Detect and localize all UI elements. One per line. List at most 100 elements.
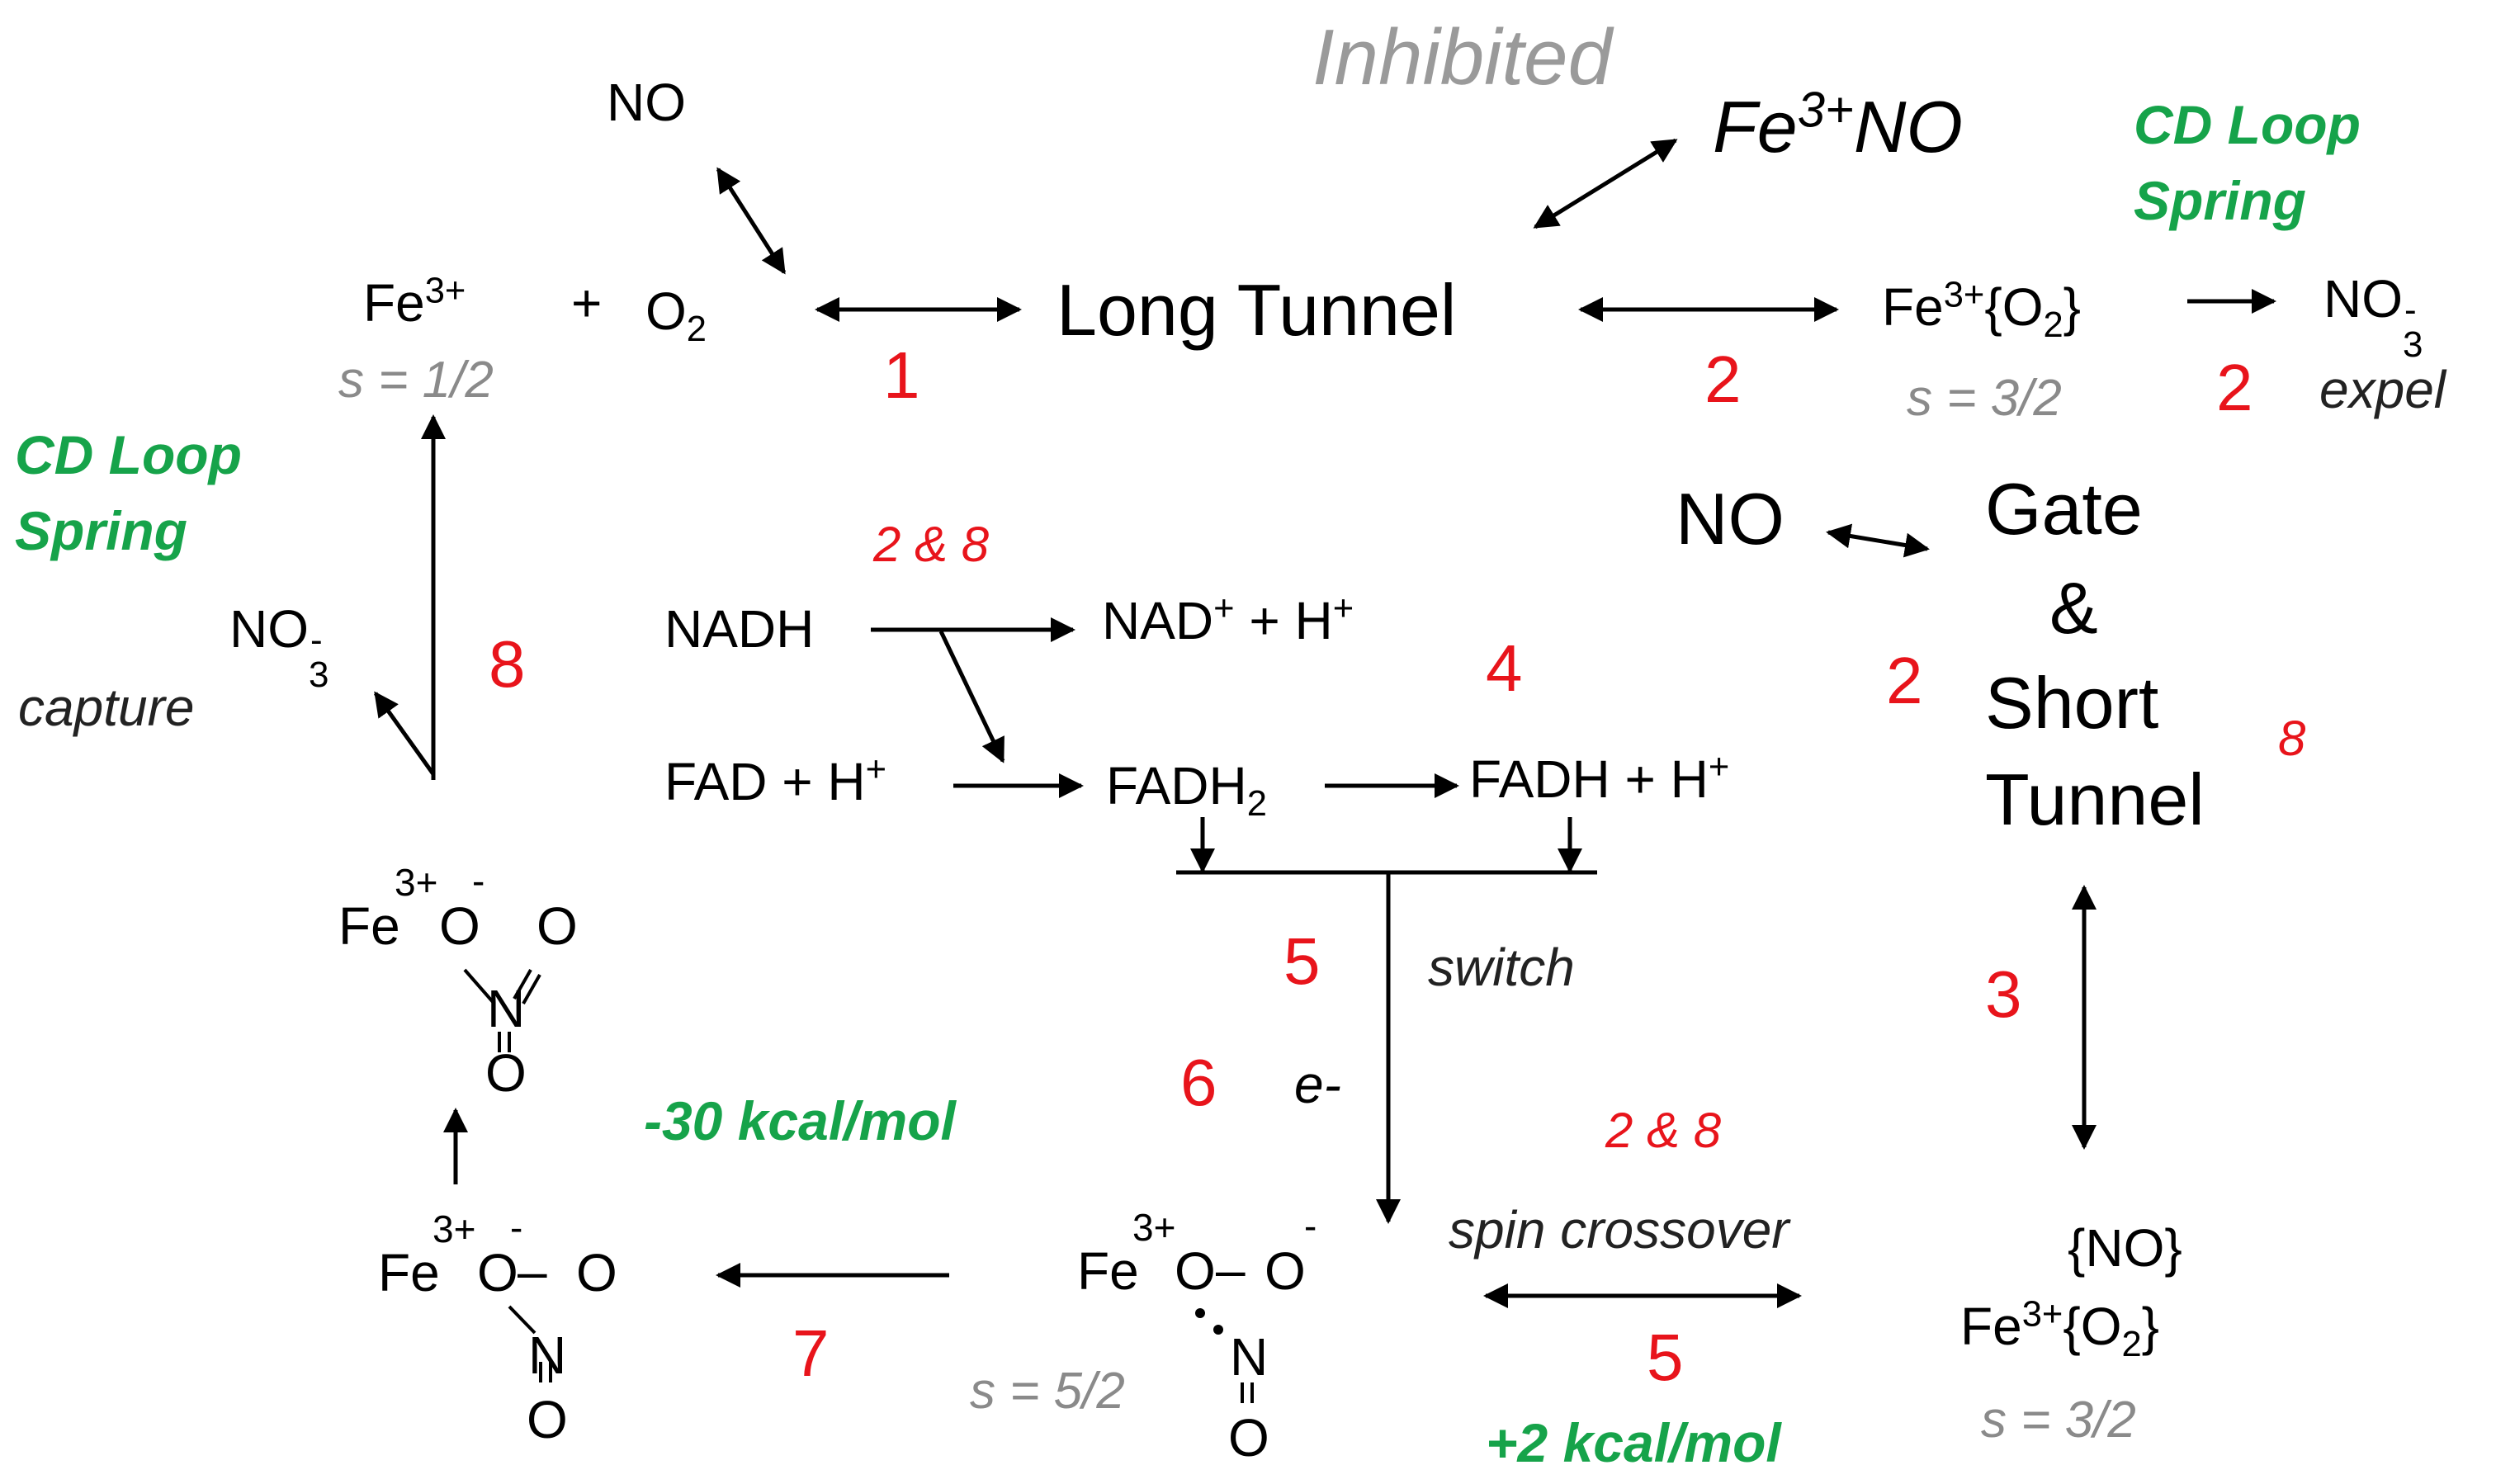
peroxy-right-o2: O xyxy=(1265,1241,1306,1301)
nad-plus-h: NAD+ + H+ xyxy=(1102,591,1354,650)
peroxy-right-dash: – xyxy=(1216,1240,1246,1299)
fe-no-base: Fe xyxy=(1713,86,1798,168)
fadh-sup: + xyxy=(1708,747,1730,787)
step-4: 4 xyxy=(1486,631,1523,705)
spin-three-halves-top: s = 3/2 xyxy=(1907,370,2062,427)
step-2-expel: 2 xyxy=(2216,351,2253,424)
fe-o2-b-brace: {O xyxy=(2063,1297,2122,1356)
nitrate-o1-charge: - xyxy=(472,859,485,902)
fe-o2-base: Fe xyxy=(1882,277,1944,337)
step-8: 8 xyxy=(489,627,526,701)
fe-no-charge: 3+ xyxy=(1797,82,1854,138)
fadh2-base: FADH xyxy=(1106,756,1247,815)
radical-dot-2 xyxy=(1213,1325,1223,1335)
step-1: 1 xyxy=(883,338,920,412)
no-gate-label: NO xyxy=(1676,478,1785,560)
arrow-nadh-branch xyxy=(938,630,1005,763)
bond-o-n-upper xyxy=(463,968,495,1004)
peroxy-right-fe-charge: 3+ xyxy=(1132,1206,1176,1249)
peroxy-left-o3: O xyxy=(527,1390,568,1449)
fe-o2-brace: {O xyxy=(1984,277,2044,337)
fe-o2-close: } xyxy=(2063,277,2082,337)
cd-loop-right-line2: Spring xyxy=(2134,170,2306,231)
nad-base: NAD xyxy=(1102,591,1214,650)
peroxy-left-dash: – xyxy=(518,1241,547,1301)
electron-label: e- xyxy=(1294,1055,1341,1114)
fe-no-tail: NO xyxy=(1853,86,1963,168)
nitrate-o1: O xyxy=(439,896,480,956)
peroxy-right-o1: O xyxy=(1175,1241,1216,1301)
gate-line1: Gate xyxy=(1985,468,2143,550)
fad-sup: + xyxy=(865,749,887,790)
nitrate-o2: O xyxy=(537,896,578,956)
fadh-base: FADH + H xyxy=(1469,749,1709,809)
step-7: 7 xyxy=(792,1316,830,1390)
peroxy-right-fe: Fe xyxy=(1077,1241,1139,1301)
arrow-capture xyxy=(373,691,436,776)
fe-charge: 3+ xyxy=(424,271,466,311)
radical-dot-1 xyxy=(1195,1308,1205,1318)
peroxy-left-o1: O xyxy=(477,1243,518,1302)
gate-line2: & xyxy=(2049,567,2098,649)
peroxy-right-n: N xyxy=(1230,1327,1269,1387)
spin-five-halves: s = 5/2 xyxy=(970,1363,1125,1420)
o2-base: O xyxy=(645,281,687,341)
bond-n-o-upper-a xyxy=(513,969,532,1000)
arrow-no-top xyxy=(716,167,787,275)
arrow-inhibited xyxy=(1533,138,1678,229)
fadh-plus-h: FADH + H+ xyxy=(1469,749,1729,806)
step-5-switch: 5 xyxy=(1283,924,1321,998)
fe-no-complex: Fe3+NO xyxy=(1713,85,1963,163)
nitrate-n: N xyxy=(487,979,526,1038)
step-8-small: 8 xyxy=(2278,711,2306,766)
step-2-and-8-top: 2 & 8 xyxy=(873,517,990,572)
step-2-top: 2 xyxy=(1704,343,1742,416)
switch-label: switch xyxy=(1428,938,1575,997)
no3-right-base: NO xyxy=(2323,269,2403,328)
plus-sign: + xyxy=(571,273,603,333)
fe-base: Fe xyxy=(363,273,425,333)
no3-right-sub: 3 xyxy=(2403,324,2423,365)
gate-line4: Tunnel xyxy=(1985,759,2205,840)
o2-top: O2 xyxy=(645,285,707,347)
step-2-and-8-bottom: 2 & 8 xyxy=(1605,1103,1722,1158)
no-top-label: NO xyxy=(607,73,686,132)
fad-plus-h: FAD + H+ xyxy=(664,752,886,808)
nad-plus-h-text: + H xyxy=(1234,591,1333,650)
nadh-label: NADH xyxy=(664,599,815,659)
fe-o2-b-close: } xyxy=(2141,1297,2160,1356)
nitrate-fe-charge: 3+ xyxy=(395,861,438,904)
fe-o2-sub: 2 xyxy=(2043,305,2063,345)
no-brace-label: {NO} xyxy=(2068,1218,2182,1278)
capture-label: capture xyxy=(18,678,195,737)
inhibited-label: Inhibited xyxy=(1312,13,1612,102)
nad-h-sup: + xyxy=(1332,588,1354,629)
fe-o2-bottom: Fe3+{O2} xyxy=(1960,1297,2160,1363)
no3-left: NO - 3 xyxy=(229,603,342,693)
spin-crossover-label: spin crossover xyxy=(1449,1200,1789,1260)
energy-minus-30: -30 kcal/mol xyxy=(644,1090,956,1151)
fadh2-label: FADH2 xyxy=(1106,756,1267,822)
peroxy-left-fe: Fe xyxy=(378,1243,440,1302)
step-3: 3 xyxy=(1985,957,2022,1031)
no3-right-sup: - xyxy=(2404,290,2417,330)
fe-o2-b-charge: 3+ xyxy=(2021,1294,2063,1335)
nitrate-o3: O xyxy=(485,1043,527,1103)
no3-right: NO - 3 xyxy=(2323,269,2436,363)
nad-sup: + xyxy=(1213,588,1235,629)
step-6: 6 xyxy=(1180,1046,1217,1119)
long-tunnel-label: Long Tunnel xyxy=(1057,269,1457,351)
spin-three-halves-bottom: s = 3/2 xyxy=(1981,1392,2136,1449)
fe-iii-top: Fe3+ xyxy=(363,273,466,329)
bond-n-o-upper-b xyxy=(522,974,541,1004)
nitrate-fe: Fe xyxy=(338,896,400,956)
peroxy-left-n: N xyxy=(528,1326,567,1385)
fe-o2-top: Fe3+{O2} xyxy=(1882,277,2081,343)
peroxy-left-fe-charge: 3+ xyxy=(433,1208,476,1250)
fe-o2-b-sub: 2 xyxy=(2121,1324,2142,1364)
expel-label: expel xyxy=(2319,360,2446,419)
no3-left-sub: 3 xyxy=(309,655,329,695)
peroxy-left-o2: O xyxy=(576,1243,617,1302)
